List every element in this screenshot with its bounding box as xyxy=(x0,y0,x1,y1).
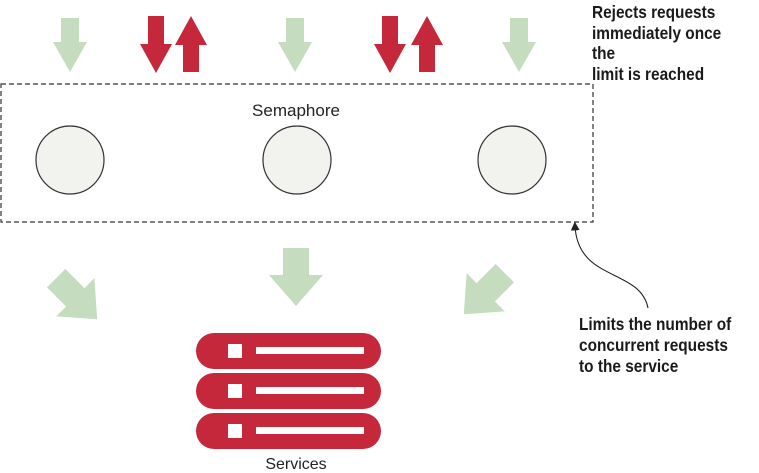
server-unit-3 xyxy=(196,413,381,449)
callout-connector xyxy=(570,221,649,309)
limit-callout: Limits the number of concurrent requests… xyxy=(579,314,731,377)
semaphore-slot-2 xyxy=(262,125,332,195)
reject-callout-line-2: immediately once the xyxy=(592,22,722,64)
flow-arrow-down-left xyxy=(463,263,515,315)
accepted-request-arrow-2 xyxy=(278,18,312,72)
flow-arrows xyxy=(46,248,515,320)
server-unit-1 xyxy=(196,333,381,369)
incoming-requests xyxy=(53,16,536,73)
limit-callout-line-2: concurrent requests xyxy=(579,335,728,355)
limit-callout-line-3: to the service xyxy=(579,356,679,376)
server-icon xyxy=(196,333,381,449)
services-label: Services xyxy=(265,456,326,473)
semaphore-label: Semaphore xyxy=(252,101,340,120)
flow-arrow-down-right xyxy=(46,268,98,320)
rejected-request-down-arrow-1 xyxy=(140,16,172,73)
reject-callout-line-3: limit is reached xyxy=(592,63,705,84)
rejected-request-up-arrow-2 xyxy=(411,16,443,72)
limit-callout-line-1: Limits the number of xyxy=(579,314,732,334)
semaphore-slot-1 xyxy=(35,125,105,195)
accepted-request-arrow-1 xyxy=(53,18,87,72)
rejected-request-up-arrow-1 xyxy=(175,16,207,72)
flow-arrow-down xyxy=(269,248,323,306)
semaphore-slot-3 xyxy=(477,125,547,195)
accepted-request-arrow-3 xyxy=(502,18,536,72)
reject-callout-line-1: Rejects requests xyxy=(592,2,716,22)
rejected-request-down-arrow-2 xyxy=(374,16,406,73)
server-unit-2 xyxy=(196,373,381,409)
reject-callout: Rejects requests immediately once the li… xyxy=(592,2,739,84)
